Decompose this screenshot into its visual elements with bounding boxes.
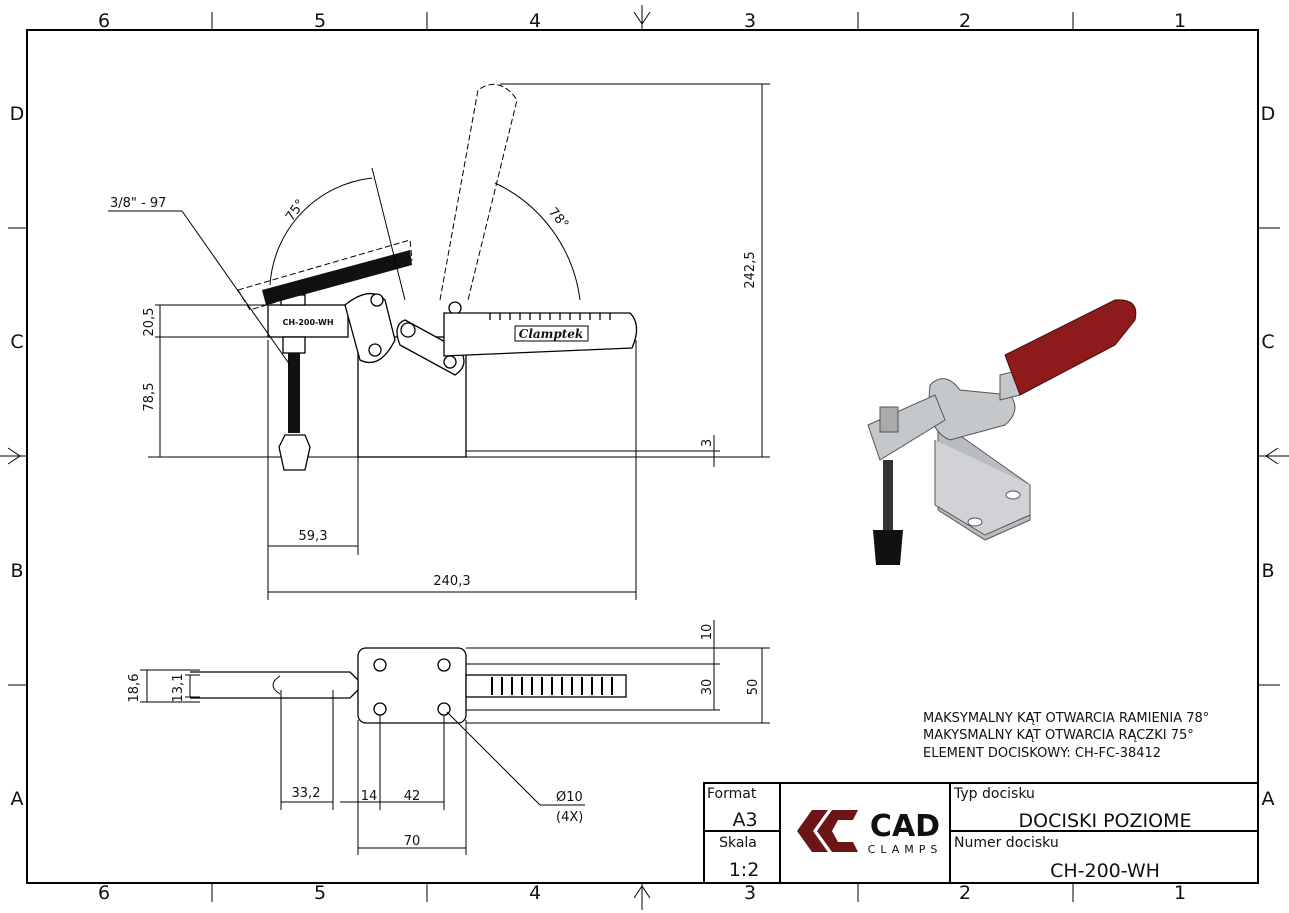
- hole-diameter: Ø10: [556, 790, 583, 805]
- iso-spindle: [883, 460, 893, 530]
- angle-arc-75: [269, 177, 373, 286]
- arm-marking: CH-200-WH: [282, 318, 333, 327]
- zone-labels-top: 6 5 4 3 2 1: [98, 10, 1186, 32]
- handle-top: [465, 674, 627, 698]
- thread-callout: 3/8" - 97: [110, 196, 166, 211]
- zone-label: 3: [744, 882, 756, 904]
- dim-13-1: 13,1: [171, 674, 186, 703]
- dim-18-6: 18,6: [127, 674, 142, 703]
- dim-14: 14: [361, 789, 378, 804]
- zone-label: 5: [314, 882, 326, 904]
- notes: MAKSYMALNY KĄT OTWARCIA RAMIENIA 78° MAK…: [923, 711, 1209, 761]
- zone-label: A: [11, 788, 24, 810]
- dim-242-5: 242,5: [743, 251, 758, 288]
- zone-label: 2: [959, 882, 971, 904]
- arm-link: [344, 293, 396, 364]
- zone-label: B: [1261, 560, 1274, 582]
- zone-label: A: [1262, 788, 1275, 810]
- spindle-tip: [278, 434, 311, 471]
- nut-bottom: [282, 336, 306, 354]
- top-view: 18,6 13,1 10 30 50 33,2 14 42 70 Ø10 (4X…: [127, 620, 770, 855]
- front-view: CH-200-WH Clamptek 75° 78° 3/8" - 97: [108, 83, 770, 600]
- iso-nut: [879, 406, 899, 433]
- arm-top: [190, 671, 359, 699]
- number-label: Numer docisku: [954, 835, 1059, 851]
- zone-label: D: [1261, 103, 1276, 125]
- scale-value: 1:2: [729, 859, 760, 881]
- dim-30: 30: [700, 679, 715, 696]
- zone-label: C: [1261, 331, 1274, 353]
- zone-label: B: [10, 560, 23, 582]
- spindle-thread: [288, 353, 300, 433]
- format-value: A3: [732, 809, 757, 831]
- dim-59-3: 59,3: [299, 529, 328, 544]
- dim-70: 70: [404, 834, 421, 849]
- note-line: MAKSYMALNY KĄT OTWARCIA RAMIENIA 78°: [923, 711, 1209, 726]
- zone-label: 6: [98, 10, 110, 32]
- angle-arc-78: [494, 182, 581, 301]
- zone-label: 5: [314, 10, 326, 32]
- handle: [443, 312, 638, 357]
- zone-label: D: [10, 103, 25, 125]
- format-label: Format: [707, 786, 757, 802]
- zone-ticks: [0, 5, 1289, 910]
- dim-10: 10: [700, 624, 715, 641]
- iso-tip: [873, 530, 903, 565]
- cad-clamps-logo: CAD CLAMPS: [797, 809, 943, 856]
- scale-label: Skala: [719, 835, 757, 851]
- iso-handle-grip: [1004, 299, 1137, 396]
- note-line: MAKYSMALNY KĄT OTWARCIA RĄCZKI 75°: [923, 728, 1194, 743]
- dim-20-5: 20,5: [142, 308, 157, 337]
- zone-labels-left: D C B A: [10, 103, 25, 810]
- zone-labels-right: D C B A: [1261, 103, 1276, 810]
- zone-label: 1: [1174, 882, 1186, 904]
- hole-count: (4X): [556, 810, 583, 825]
- dim-50: 50: [746, 679, 761, 696]
- title-block: Format A3 Skala 1:2 CAD CLAMPS Typ docis…: [703, 782, 1259, 884]
- arm-open-position: [237, 239, 413, 311]
- number-value: CH-200-WH: [1050, 860, 1160, 882]
- arm-open-thread: [262, 250, 412, 305]
- zone-label: 1: [1174, 10, 1186, 32]
- zone-label: 2: [959, 10, 971, 32]
- type-label: Typ docisku: [953, 786, 1035, 802]
- dim-33-2: 33,2: [292, 786, 321, 801]
- type-value: DOCISKI POZIOME: [1018, 810, 1191, 832]
- logo-sub: CLAMPS: [868, 843, 943, 856]
- iso-arm: [867, 394, 946, 461]
- dim-78-5: 78,5: [142, 383, 157, 412]
- zone-label: 3: [744, 10, 756, 32]
- angle-75-label: 75°: [283, 197, 309, 224]
- iso-view: [867, 299, 1137, 565]
- handle-brand: Clamptek: [519, 327, 583, 341]
- handle-open-position: [439, 83, 518, 301]
- zone-label: 4: [529, 882, 541, 904]
- zone-label: 4: [529, 10, 541, 32]
- zone-labels-bottom: 6 5 4 3 2 1: [98, 882, 1186, 904]
- note-line: ELEMENT DOCISKOWY: CH-FC-38412: [923, 746, 1161, 761]
- dim-42: 42: [404, 789, 421, 804]
- clamp-arm: [267, 304, 349, 338]
- dim-240-3: 240,3: [433, 574, 470, 589]
- angle-78-label: 78°: [545, 205, 571, 232]
- logo-main: CAD: [870, 809, 940, 844]
- dim-3: 3: [700, 439, 715, 447]
- zone-label: C: [10, 331, 23, 353]
- zone-label: 6: [98, 882, 110, 904]
